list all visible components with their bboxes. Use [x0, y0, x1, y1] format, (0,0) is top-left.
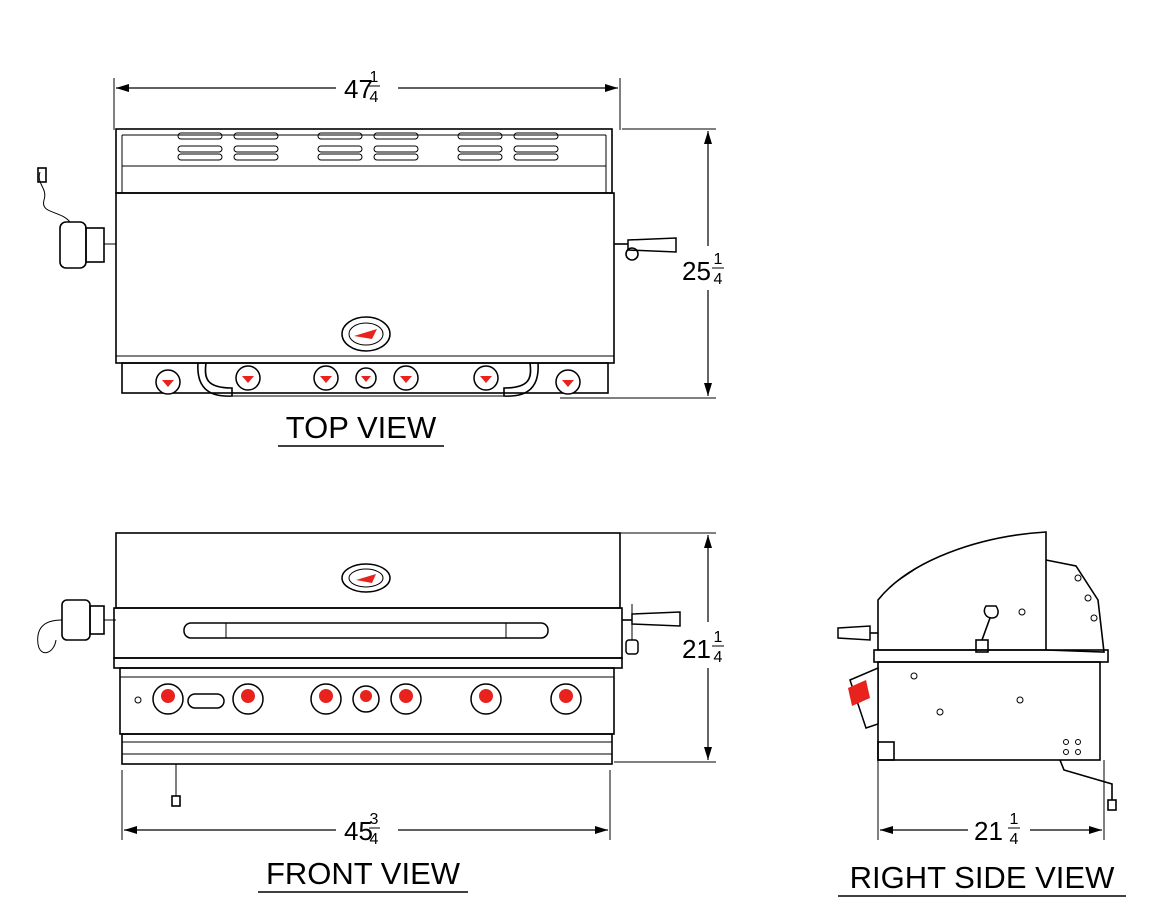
front-height-num: 1 [714, 629, 723, 646]
top-width-num: 1 [370, 69, 379, 86]
top-view-label: TOP VIEW [286, 410, 437, 445]
front-width-whole: 45 [344, 816, 373, 846]
side-hood [877, 531, 1105, 653]
front-view-label: FRONT VIEW [266, 856, 461, 891]
side-depth-dimension: 21 1 4 [880, 811, 1102, 848]
side-depth-den: 4 [1010, 831, 1019, 848]
top-width-dimension: 47 1 4 [116, 69, 618, 106]
top-rotisserie-motor [37, 167, 116, 269]
top-width-whole: 47 [344, 74, 373, 104]
top-width-den: 4 [370, 89, 379, 106]
top-depth-dimension: 25 1 4 [682, 131, 724, 396]
front-rotisserie-motor [37, 599, 116, 654]
side-handle [837, 625, 878, 641]
side-view-label: RIGHT SIDE VIEW [850, 860, 1115, 895]
top-side-handle [614, 237, 677, 261]
front-width-den: 4 [370, 831, 379, 848]
top-depth-num: 1 [714, 251, 723, 268]
front-height-dimension: 21 1 4 [682, 535, 724, 760]
top-depth-den: 4 [714, 271, 723, 288]
side-body [848, 649, 1117, 811]
side-view: 21 1 4 [837, 531, 1126, 897]
top-depth-whole: 25 [682, 256, 711, 286]
front-side-handle [622, 604, 681, 655]
front-width-num: 3 [370, 811, 379, 828]
top-vent-panel [115, 128, 613, 194]
front-view: 21 1 4 45 3 4 [37, 532, 724, 893]
side-depth-whole: 21 [974, 816, 1003, 846]
front-height-den: 4 [714, 649, 723, 666]
top-view: 47 1 4 25 1 4 [37, 69, 724, 447]
side-depth-num: 1 [1010, 811, 1019, 828]
front-height-whole: 21 [682, 634, 711, 664]
top-thermometer [341, 316, 391, 352]
front-width-dimension: 45 3 4 [124, 811, 608, 848]
front-control-panel [113, 657, 623, 807]
front-hood [113, 532, 623, 659]
top-control-rail [121, 362, 609, 397]
